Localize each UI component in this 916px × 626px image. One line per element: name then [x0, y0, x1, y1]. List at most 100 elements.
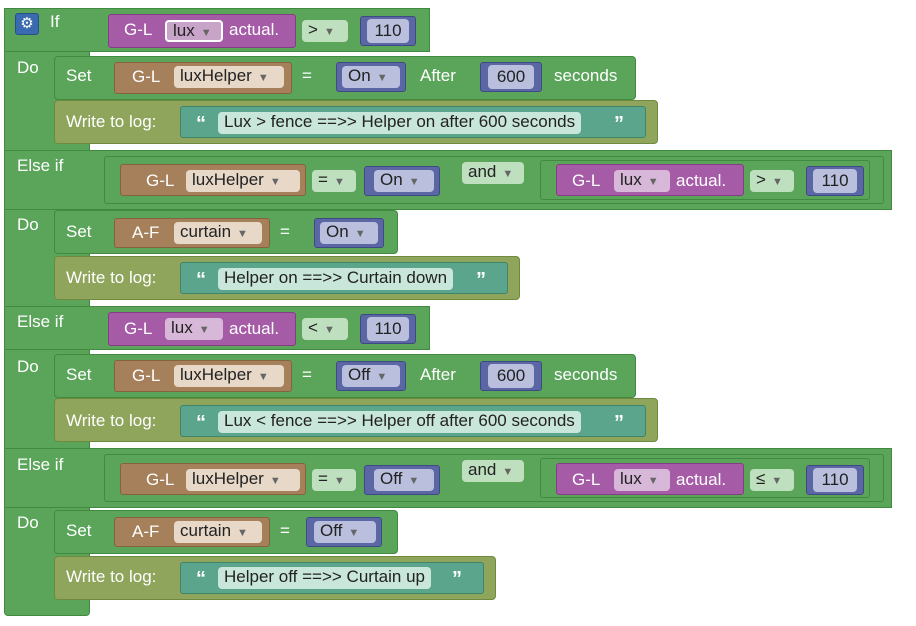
delay-600[interactable]: 600 — [488, 364, 534, 388]
dropdown-arrow-icon: ▼ — [354, 228, 366, 240]
luxhelper-dropdown[interactable]: luxHelper▼ — [174, 66, 284, 88]
do-label-1: Do — [17, 58, 39, 77]
log-text-field[interactable]: Lux < fence ==>> Helper off after 600 se… — [218, 411, 581, 433]
equals-label: = — [280, 521, 290, 540]
quote-close: ” — [614, 113, 624, 135]
actual-label: actual. — [229, 20, 280, 39]
value-110[interactable]: 110 — [813, 169, 857, 193]
gear-icon[interactable]: ⚙ — [15, 13, 39, 35]
device-prefix: G-L — [572, 171, 601, 190]
dropdown-arrow-icon: ▼ — [333, 176, 345, 188]
value-110[interactable]: 110 — [813, 468, 857, 492]
actual-label: actual. — [676, 470, 727, 489]
device-prefix: G-L — [132, 366, 161, 385]
elseif-label-1: Else if — [17, 156, 64, 175]
actual-label: actual. — [229, 319, 280, 338]
dropdown-arrow-icon: ▼ — [323, 324, 335, 336]
dropdown-arrow-icon: ▼ — [408, 475, 420, 487]
dropdown-arrow-icon: ▼ — [771, 176, 783, 188]
luxhelper-dropdown[interactable]: luxHelper▼ — [186, 469, 300, 491]
equals-label: = — [280, 222, 290, 241]
dropdown-arrow-icon: ▼ — [376, 72, 388, 84]
after-label: After — [420, 66, 456, 85]
dropdown-arrow-icon: ▼ — [237, 228, 248, 240]
dropdown-arrow-icon: ▼ — [257, 371, 269, 383]
dropdown-arrow-icon: ▼ — [333, 475, 345, 487]
do-label-2: Do — [17, 215, 39, 234]
curtain-dropdown[interactable]: curtain▼ — [174, 222, 262, 244]
on-dropdown[interactable]: On▼ — [342, 66, 400, 88]
quote-open: “ — [196, 412, 206, 434]
device-prefix: G-L — [146, 470, 175, 489]
lux-dropdown[interactable]: lux▼ — [614, 469, 670, 491]
dropdown-arrow-icon: ▼ — [771, 475, 783, 487]
quote-open: “ — [196, 113, 206, 135]
write-log-label: Write to log: — [66, 112, 157, 131]
equals-op-dropdown[interactable]: =▼ — [312, 170, 356, 192]
do-label-4: Do — [17, 513, 39, 532]
dropdown-arrow-icon: ▼ — [237, 527, 248, 539]
compare-op-dropdown[interactable]: >▼ — [302, 20, 348, 42]
log-text-field[interactable]: Helper on ==>> Curtain down — [218, 268, 454, 290]
seconds-label: seconds — [554, 365, 618, 384]
off-dropdown[interactable]: Off▼ — [374, 469, 434, 491]
value-110[interactable]: 110 — [367, 317, 409, 341]
equals-label: = — [302, 365, 312, 384]
dropdown-arrow-icon: ▼ — [269, 176, 281, 188]
write-log-label: Write to log: — [66, 411, 157, 430]
set-label: Set — [66, 222, 92, 241]
device-prefix: G-L — [572, 470, 601, 489]
if-label: If — [50, 12, 60, 31]
compare-op-dropdown[interactable]: >▼ — [750, 170, 794, 192]
elseif-label-3: Else if — [17, 455, 64, 474]
device-prefix: G-L — [124, 20, 153, 39]
luxhelper-dropdown[interactable]: luxHelper▼ — [174, 365, 284, 387]
compare-op-dropdown[interactable]: <▼ — [302, 318, 348, 340]
lux-dropdown[interactable]: lux▼ — [614, 170, 670, 192]
dropdown-arrow-icon: ▼ — [376, 371, 388, 383]
quote-close: ” — [452, 568, 462, 590]
compare-op-dropdown[interactable]: ≤▼ — [750, 469, 794, 491]
elseif-label-2: Else if — [17, 312, 64, 331]
quote-open: “ — [196, 269, 206, 291]
equals-op-dropdown[interactable]: =▼ — [312, 469, 356, 491]
delay-600[interactable]: 600 — [488, 65, 534, 89]
dropdown-arrow-icon: ▼ — [348, 527, 360, 539]
dropdown-arrow-icon: ▼ — [200, 27, 212, 39]
write-log-label: Write to log: — [66, 268, 157, 287]
dropdown-arrow-icon: ▼ — [502, 168, 514, 180]
actual-label: actual. — [676, 171, 727, 190]
quote-close: ” — [476, 269, 486, 291]
luxhelper-dropdown[interactable]: luxHelper▼ — [186, 170, 300, 192]
dropdown-arrow-icon: ▼ — [323, 26, 335, 38]
curtain-dropdown[interactable]: curtain▼ — [174, 521, 262, 543]
device-prefix: G-L — [124, 319, 153, 338]
off-dropdown[interactable]: Off▼ — [314, 521, 376, 543]
equals-label: = — [302, 66, 312, 85]
set-label: Set — [66, 365, 92, 384]
seconds-label: seconds — [554, 66, 618, 85]
lux-dropdown[interactable]: lux▼ — [165, 20, 223, 42]
log-text-field[interactable]: Lux > fence ==>> Helper on after 600 sec… — [218, 112, 582, 134]
on-dropdown[interactable]: On▼ — [320, 222, 378, 244]
device-prefix: A-F — [132, 223, 160, 242]
lux-dropdown[interactable]: lux▼ — [165, 318, 223, 340]
dropdown-arrow-icon: ▼ — [408, 176, 420, 188]
dropdown-arrow-icon: ▼ — [269, 475, 281, 487]
dropdown-arrow-icon: ▼ — [502, 466, 514, 478]
device-prefix: G-L — [132, 67, 161, 86]
device-prefix: G-L — [146, 171, 175, 190]
set-label: Set — [66, 66, 92, 85]
on-dropdown[interactable]: On▼ — [374, 170, 434, 192]
value-110[interactable]: 110 — [367, 19, 409, 43]
dropdown-arrow-icon: ▼ — [647, 176, 659, 188]
and-dropdown[interactable]: and▼ — [462, 460, 524, 482]
do-label-3: Do — [17, 357, 39, 376]
dropdown-arrow-icon: ▼ — [257, 72, 269, 84]
after-label: After — [420, 365, 456, 384]
dropdown-arrow-icon: ▼ — [647, 475, 659, 487]
off-dropdown[interactable]: Off▼ — [342, 365, 400, 387]
and-dropdown[interactable]: and▼ — [462, 162, 524, 184]
quote-close: ” — [614, 412, 624, 434]
log-text-field[interactable]: Helper off ==>> Curtain up — [218, 567, 431, 589]
